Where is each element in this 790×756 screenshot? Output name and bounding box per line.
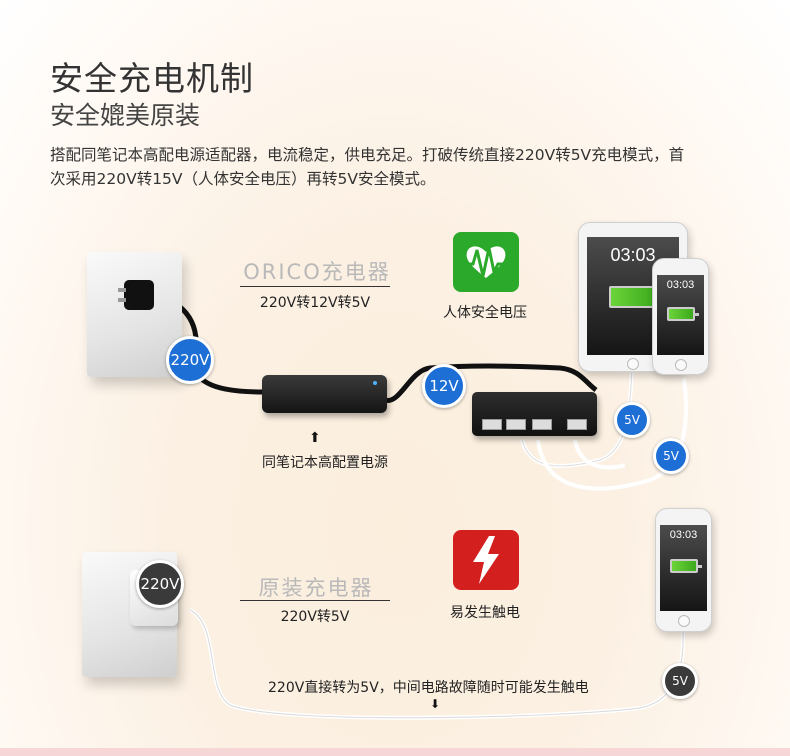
phone-clock-bottom: 03:03 (669, 529, 698, 541)
power-plug-icon (118, 278, 160, 316)
output-voltage-badge-2: 5V (653, 438, 689, 474)
page-subtitle: 安全媲美原装 (50, 101, 201, 130)
arrow-down-icon: ⬇ (430, 697, 441, 711)
danger-label: 易发生触电 (450, 605, 520, 621)
original-conversion-label: 220V转5V (280, 609, 350, 625)
lightning-bolt-icon (453, 530, 519, 590)
original-underline (240, 600, 390, 601)
original-input-badge: 220V (136, 560, 184, 608)
usb-charging-hub (472, 392, 597, 436)
direct-conversion-caption: 220V直接转为5V，中间电路故障随时可能发生触电 (268, 680, 589, 696)
phone-battery-icon-bottom (669, 559, 702, 573)
orico-charger-name: ORICO充电器 (243, 260, 391, 284)
power-adapter (262, 375, 387, 413)
description-text: 搭配同笔记本高配电源适配器，电流稳定，供电充足。打破传统直接220V转5V充电模… (50, 146, 685, 188)
safety-voltage-label: 人体安全电压 (443, 305, 527, 321)
adapter-caption: 同笔记本高配置电源 (262, 455, 388, 471)
tablet-battery-icon (609, 286, 661, 308)
phone-battery-icon-top (666, 307, 699, 321)
tablet-clock: 03:03 (610, 245, 656, 265)
hub-voltage-badge: 12V (422, 364, 466, 408)
original-output-badge: 5V (662, 663, 698, 699)
heart-pulse-icon (453, 232, 519, 292)
phone-device-top: 03:03 (652, 258, 709, 375)
orico-conversion-label: 220V转12V转5V (259, 295, 371, 311)
orico-underline (240, 286, 390, 287)
bottom-strip (0, 748, 790, 756)
output-voltage-badge-1: 5V (614, 402, 650, 438)
original-charger-name: 原装充电器 (258, 576, 374, 600)
arrow-up-icon: ⬆ (309, 430, 321, 446)
input-voltage-badge: 220V (166, 336, 214, 384)
page-title: 安全充电机制 (50, 59, 254, 98)
phone-clock-top: 03:03 (666, 279, 695, 291)
phone-device-bottom: 03:03 (655, 508, 712, 632)
